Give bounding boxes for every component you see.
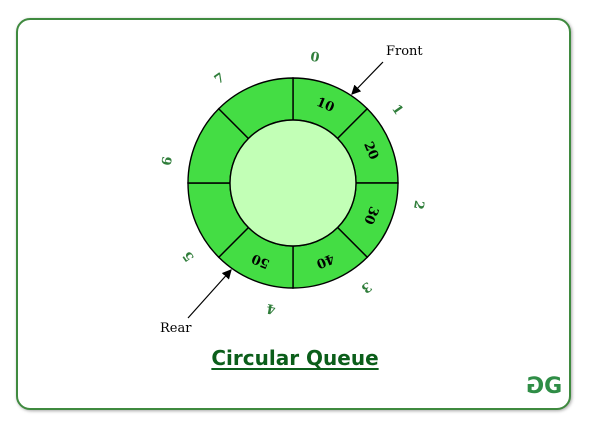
queue-value-1: 20 <box>360 140 381 162</box>
queue-value-0: 10 <box>314 95 336 116</box>
front-label: Front <box>386 44 423 59</box>
queue-value-4: 50 <box>250 250 272 271</box>
queue-index-2: 2 <box>410 199 426 210</box>
diagram-title: Circular Queue <box>211 346 379 370</box>
queue-index-7: 7 <box>212 70 228 87</box>
queue-inner-circle <box>229 119 357 247</box>
rear-label: Rear <box>160 321 192 336</box>
rear-arrow <box>187 269 232 319</box>
queue-index-6: 6 <box>160 155 176 166</box>
queue-index-3: 3 <box>358 278 374 295</box>
queue-index-0: 0 <box>309 50 320 66</box>
queue-ring: 10 20 30 40 50 <box>187 77 399 289</box>
queue-value-3: 40 <box>314 250 336 271</box>
queue-index-5: 5 <box>180 248 197 264</box>
queue-value-2: 30 <box>360 204 381 226</box>
gfg-logo: GG <box>529 374 562 399</box>
queue-index-4: 4 <box>265 300 276 316</box>
queue-index-1: 1 <box>388 102 405 118</box>
front-arrow <box>351 61 384 95</box>
